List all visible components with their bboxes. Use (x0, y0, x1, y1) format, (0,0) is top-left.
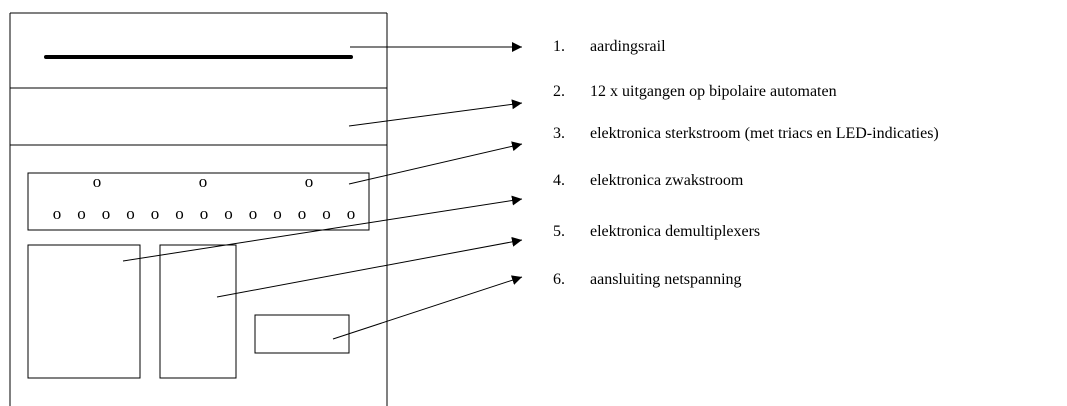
label-text-6: aansluiting netspanning (590, 271, 742, 288)
bottom-led-1: o (53, 204, 62, 223)
label-text-5: elektronica demultiplexers (590, 223, 760, 240)
label-number-2: 2. (553, 83, 565, 100)
top-led-3: o (305, 172, 314, 191)
bottom-led-6: o (175, 204, 184, 223)
arrow-5 (216, 236, 523, 298)
top-led-1: o (93, 172, 102, 191)
leader-arrows (122, 42, 523, 340)
arrow-3 (348, 141, 523, 185)
top-led-2: o (199, 172, 208, 191)
mains-connection-box (254, 314, 350, 354)
bottom-led-11: o (298, 204, 307, 223)
label-number-6: 6. (553, 271, 565, 288)
bottom-led-8: o (224, 204, 233, 223)
bottom-led-7: o (200, 204, 209, 223)
bottom-led-9: o (249, 204, 258, 223)
label-text-1: aardingsrail (590, 38, 666, 55)
bottom-led-12: o (322, 204, 331, 223)
power-electronics-board (27, 172, 370, 231)
label-number-1: 1. (553, 38, 565, 55)
label-number-4: 4. (553, 172, 565, 189)
arrow-6 (332, 275, 523, 340)
bottom-led-3: o (102, 204, 111, 223)
bottom-led-5: o (151, 204, 160, 223)
label-text-3: elektronica sterkstroom (met triacs en L… (590, 125, 939, 142)
label-text-4: elektronica zwakstroom (590, 172, 744, 189)
bottom-led-2: o (77, 204, 86, 223)
component-label-list: 1. aardingsrail 2. 12 x uitgangen op bipola… (553, 38, 939, 288)
bottom-led-10: o (273, 204, 282, 223)
bottom-led-13: o (347, 204, 356, 223)
label-text-2: 12 x uitgangen op bipolaire automaten (590, 83, 837, 100)
arrow-4 (122, 195, 523, 262)
demultiplexer-electronics-box (159, 244, 237, 379)
label-number-5: 5. (553, 223, 565, 240)
low-current-electronics-box (27, 244, 141, 379)
bottom-led-4: o (126, 204, 135, 223)
arrow-2 (348, 99, 523, 127)
label-number-3: 3. (553, 125, 565, 142)
cabinet-outline (9, 12, 388, 406)
